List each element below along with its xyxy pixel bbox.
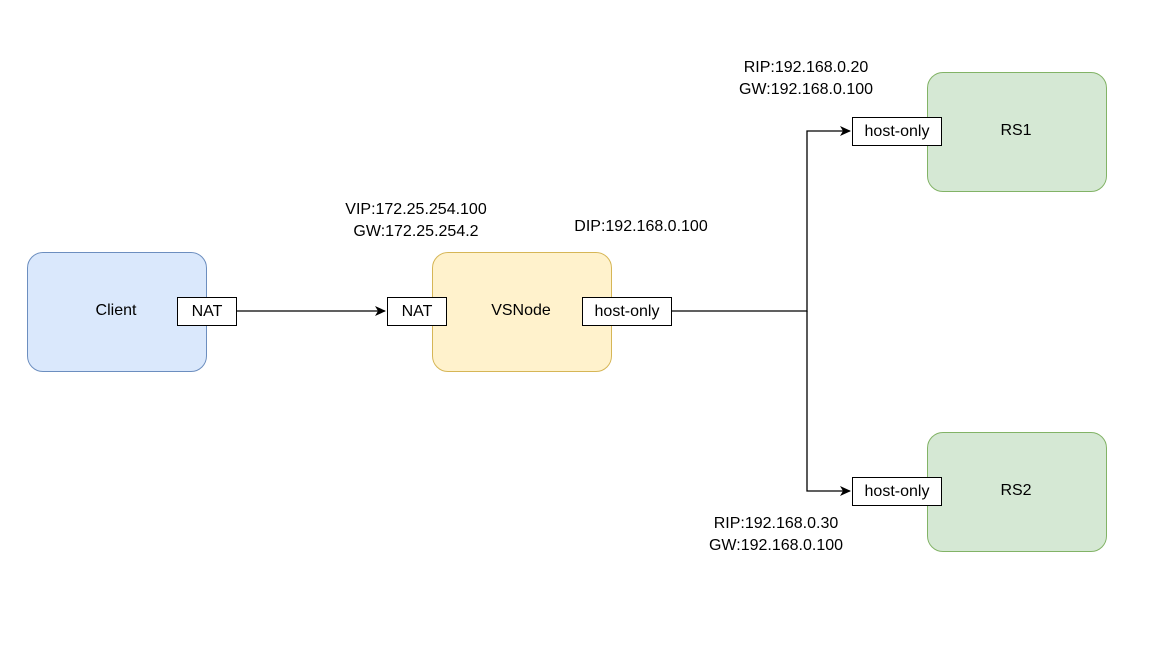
vip-address: VIP:172.25.254.100 bbox=[345, 201, 487, 218]
vsnode-label: VSNode bbox=[491, 302, 551, 319]
edge-vsnode-to-rs2 bbox=[806, 311, 851, 496]
rs2-node[interactable] bbox=[927, 432, 1107, 552]
rs2-label: RS2 bbox=[1000, 482, 1032, 499]
rs2-rip: RIP:192.168.0.30 bbox=[713, 515, 839, 532]
vip-gateway: GW:172.25.254.2 bbox=[353, 223, 479, 240]
rs1-rip: RIP:192.168.0.20 bbox=[743, 59, 869, 76]
client-label: Client bbox=[95, 302, 137, 319]
rs1-gateway: GW:192.168.0.100 bbox=[738, 81, 874, 98]
rs1-annotation: RIP:192.168.0.20 GW:192.168.0.100 bbox=[739, 57, 873, 101]
rs2-annotation: RIP:192.168.0.30 GW:192.168.0.100 bbox=[709, 513, 843, 557]
rs2-gateway: GW:192.168.0.100 bbox=[708, 537, 844, 554]
edge-vsnode-to-rs1 bbox=[672, 126, 851, 312]
vsnode-nat-port[interactable]: NAT bbox=[387, 297, 447, 326]
rs2-host-only-port[interactable]: host-only bbox=[852, 477, 942, 506]
dip-annotation: DIP:192.168.0.100 bbox=[574, 216, 707, 238]
client-nat-port[interactable]: NAT bbox=[177, 297, 237, 326]
rs1-label: RS1 bbox=[1000, 122, 1032, 139]
rs1-node[interactable] bbox=[927, 72, 1107, 192]
vip-annotation: VIP:172.25.254.100 GW:172.25.254.2 bbox=[345, 199, 486, 243]
vsnode-host-only-port[interactable]: host-only bbox=[582, 297, 672, 326]
dip-address: DIP:192.168.0.100 bbox=[574, 218, 708, 235]
rs1-host-only-port[interactable]: host-only bbox=[852, 117, 942, 146]
